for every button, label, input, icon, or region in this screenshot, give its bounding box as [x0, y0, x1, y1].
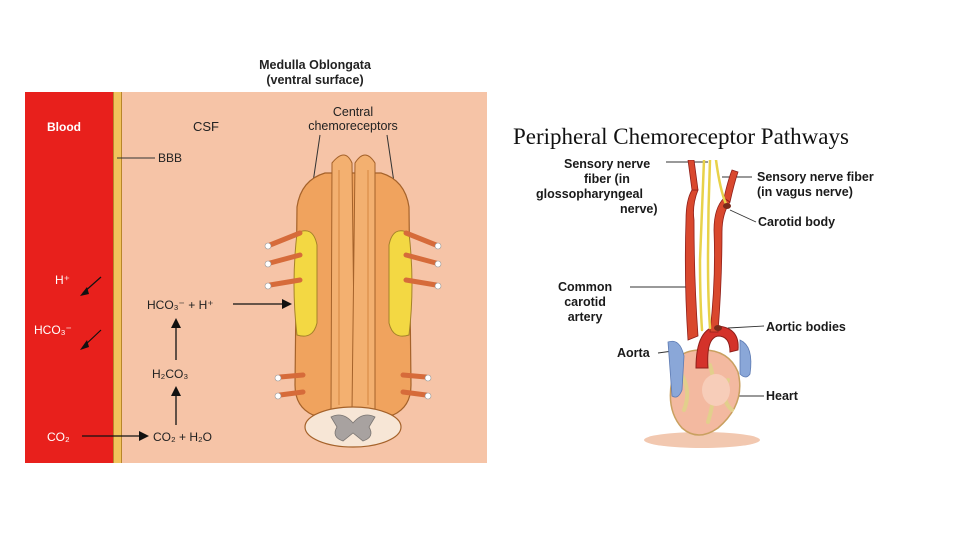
aortic-bodies-label: Aortic bodies — [766, 320, 846, 334]
glosso-label-line3: glossopharyngeal — [536, 187, 643, 201]
equation-carbonic-acid: H₂CO₃ — [152, 367, 189, 381]
vagus-label-line1: Sensory nerve fiber — [757, 170, 874, 184]
aorta-label: Aorta — [617, 346, 650, 360]
central-chemoreceptors-label: Central chemoreceptors — [308, 105, 398, 133]
glosso-label-line4: nerve) — [620, 202, 658, 216]
heart-illustration — [667, 325, 752, 436]
carotid-body — [723, 203, 731, 209]
central-label-line2: chemoreceptors — [308, 119, 398, 133]
medulla-title-line2: (ventral surface) — [266, 73, 364, 87]
common-label-line3: artery — [567, 310, 603, 324]
blood-brain-barrier — [113, 92, 122, 463]
blood-label: Blood — [47, 120, 81, 134]
aortic-bodies-pointer — [727, 325, 765, 329]
common-carotid-artery — [684, 189, 699, 341]
carotid-body-pointer — [729, 209, 757, 223]
heart-label: Heart — [766, 389, 798, 403]
vagus-label-line2: (in vagus nerve) — [757, 185, 853, 199]
vagus-nerve-fiber-1 — [706, 160, 712, 330]
peripheral-diagram-art — [630, 160, 765, 448]
peripheral-title: Peripheral Chemoreceptor Pathways — [513, 124, 849, 149]
common-label-line2: carotid — [564, 295, 606, 309]
co2-blood-label: CO₂ — [47, 430, 70, 444]
tissue-base — [644, 432, 760, 448]
equation-co2-water: CO₂ + H₂O — [153, 430, 212, 444]
vagus-nerve-fiber-2 — [714, 160, 728, 206]
central-label-line1: Central — [332, 105, 374, 119]
right-carotid-artery — [709, 197, 731, 333]
medulla-title: Medulla Oblongata (ventral surface) — [225, 58, 405, 88]
vagus-fiber-label: Sensory nerve fiber (in vagus nerve) — [757, 170, 874, 200]
equation-bicarbonate: HCO₃⁻ + H⁺ — [147, 298, 214, 312]
blood-region — [25, 92, 113, 463]
bbb-label: BBB — [158, 151, 183, 165]
glossopharyngeal-nerve-fiber — [698, 160, 706, 332]
central-chemoreceptor-diagram: Medulla Oblongata (ventral surface) Bloo… — [25, 55, 487, 463]
glosso-label-line2: fiber (in — [584, 172, 630, 186]
central-diagram-art — [80, 134, 442, 448]
medulla-title-line1: Medulla Oblongata — [259, 58, 371, 72]
medulla-oblongata — [264, 154, 442, 448]
carotid-body-label: Carotid body — [758, 215, 836, 229]
hco3-label: HCO₃⁻ — [34, 323, 72, 337]
glossopharyngeal-fiber-label: Sensory nerve fiber (in glossopharyngeal… — [536, 157, 658, 217]
csf-label: CSF — [193, 119, 219, 134]
common-carotid-label: Common carotid artery — [558, 280, 612, 325]
glosso-label-line1: Sensory nerve — [564, 157, 651, 171]
aortic-body — [714, 325, 722, 331]
h-plus-label: H⁺ — [55, 273, 70, 287]
common-label-line1: Common — [558, 280, 613, 294]
